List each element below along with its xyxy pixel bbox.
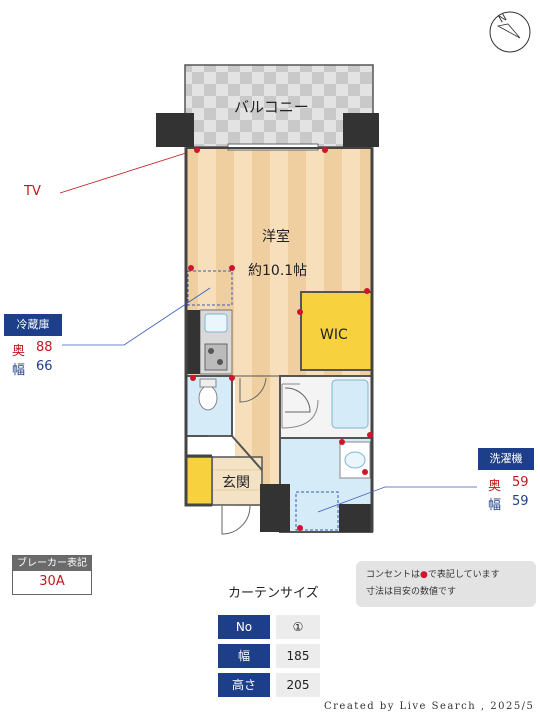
note-line1-a: コンセントは	[366, 570, 421, 580]
outlets	[188, 147, 373, 531]
entrance-label: 玄関	[222, 475, 250, 491]
western-room-size: 約10.1帖	[248, 263, 308, 279]
kitchen-sink	[204, 313, 228, 333]
svg-text:N: N	[497, 12, 509, 25]
washer-title: 洗濯機	[478, 448, 534, 470]
breaker-value: 30A	[39, 574, 65, 589]
breaker-title: ブレーカー表記	[13, 556, 91, 571]
tv-label: TV	[24, 184, 41, 199]
compass: N	[489, 11, 531, 53]
entrance-wall-block	[260, 484, 290, 532]
washer-width-value: 59	[512, 494, 529, 509]
curtain-row-label: No	[218, 615, 270, 639]
note-line2: 寸法は目安の数値です	[366, 587, 457, 597]
fridge-space	[187, 270, 233, 306]
shoe-cabinet	[185, 456, 213, 506]
entrance-floor	[211, 456, 263, 506]
footer-credit: Created by Live Search , 2025/5	[324, 701, 535, 712]
kitchen-wall-block	[186, 310, 200, 374]
western-room-label: 洋室	[262, 229, 290, 245]
room-door	[239, 377, 267, 403]
curtain-row-value: ①	[276, 615, 320, 639]
washroom-wall-block	[339, 504, 373, 532]
curtain-row-label: 高さ	[218, 673, 270, 697]
tv-leader	[59, 152, 187, 194]
note-line1-b: で表記しています	[427, 570, 500, 580]
washer-width-label: 幅	[488, 498, 502, 513]
curtain-row-value: 205	[276, 673, 320, 697]
outlet-note: コンセントは●で表記しています 寸法は目安の数値です	[356, 561, 536, 607]
balcony-label: バルコニー	[234, 98, 309, 116]
fridge-depth-label: 奥	[12, 344, 26, 359]
fridge-depth-value: 88	[36, 340, 53, 355]
fridge-width-label: 幅	[12, 363, 26, 378]
outer-wall	[184, 148, 374, 532]
curtain-row-label: 幅	[218, 644, 270, 668]
curtain-title: カーテンサイズ	[228, 586, 319, 601]
bathtub	[331, 379, 369, 429]
stove	[204, 343, 228, 371]
fridge-title: 冷蔵庫	[4, 314, 62, 336]
washer-space	[295, 491, 339, 531]
washer-depth-value: 59	[512, 475, 529, 490]
breaker-box: ブレーカー表記 30A	[12, 555, 92, 595]
washer-depth-label: 奥	[488, 479, 502, 494]
fridge-width-value: 66	[36, 359, 53, 374]
balcony-pillar-left	[156, 113, 194, 147]
bath-door	[284, 387, 311, 413]
curtain-row-value: 185	[276, 644, 320, 668]
wic-label: WIC	[320, 327, 348, 343]
balcony-area	[184, 64, 374, 148]
balcony-pillar-right	[343, 113, 379, 147]
entrance-door	[221, 505, 251, 535]
outlet-dot-icon: ●	[420, 570, 428, 580]
